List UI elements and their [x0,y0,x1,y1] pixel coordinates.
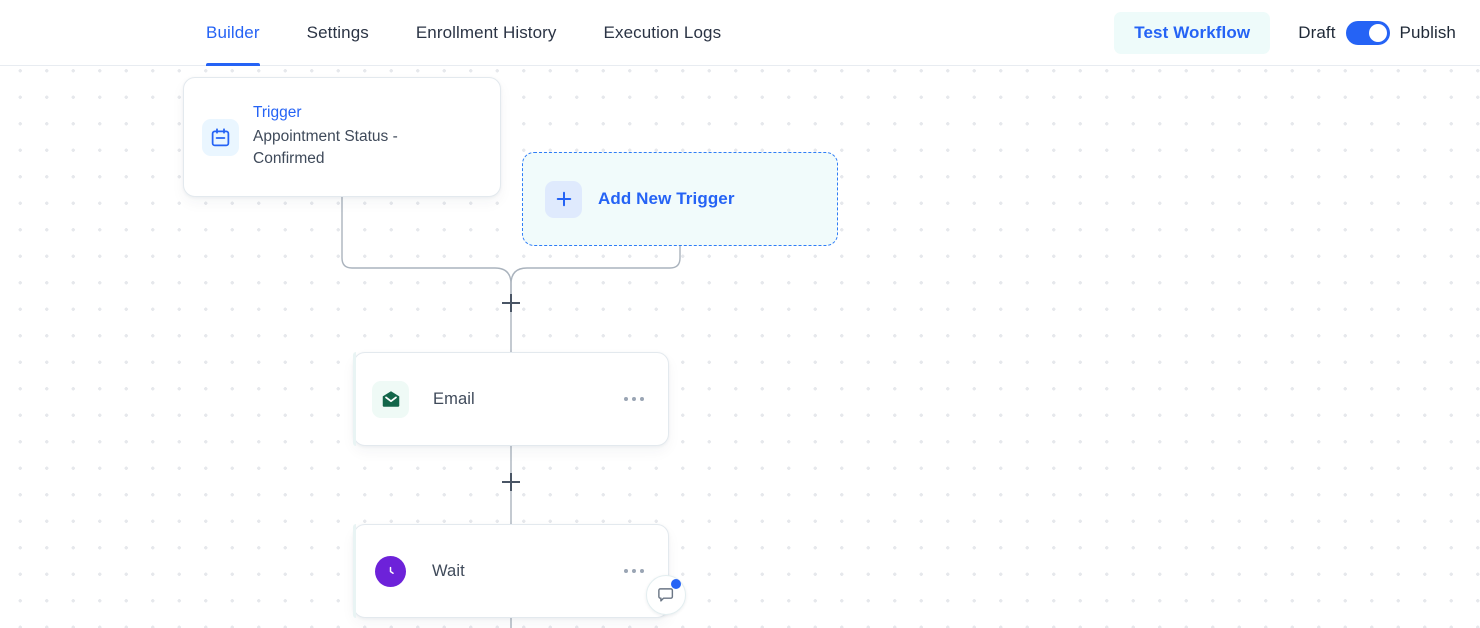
node-wait-ellipsis-icon[interactable] [622,563,646,579]
node-email-ellipsis-icon[interactable] [622,391,646,407]
main-tab-bar: Builder Settings Enrollment History Exec… [206,0,768,66]
clock-icon [375,555,406,587]
publish-toggle[interactable] [1345,21,1390,45]
tab-settings-label: Settings [306,22,369,42]
node-email[interactable]: Email [353,352,669,446]
node-wait[interactable]: Wait [353,524,669,618]
test-workflow-button[interactable]: Test Workflow [1114,12,1271,54]
tab-execution-logs[interactable]: Execution Logs [604,0,722,66]
publish-label: Publish [1399,23,1456,42]
node-trigger[interactable]: Trigger Appointment Status - Confirmed [183,77,501,197]
publish-toggle-knob [1368,24,1387,42]
trigger-description: Appointment Status - Confirmed [253,127,398,168]
node-wait-label: Wait [432,561,465,580]
node-email-label: Email [433,389,475,408]
add-new-trigger-label: Add New Trigger [598,189,735,208]
tab-enrollment-history[interactable]: Enrollment History [416,0,557,66]
tab-builder-label: Builder [206,22,260,42]
tab-settings[interactable]: Settings [307,0,369,66]
tab-execution-logs-label: Execution Logs [603,22,722,42]
comment-unread-dot [671,579,681,589]
tab-builder[interactable]: Builder [206,0,260,66]
tab-enrollment-history-label: Enrollment History [415,22,557,42]
trigger-text-group: Trigger Appointment Status - Confirmed [253,103,438,170]
draft-label: Draft [1298,23,1336,42]
add-step-after-email-button[interactable] [502,473,520,491]
app-header: Builder Settings Enrollment History Exec… [0,0,1480,66]
node-wait-comment-badge[interactable] [646,575,686,615]
add-step-after-trigger-button[interactable] [502,294,520,312]
add-new-trigger-node[interactable]: Add New Trigger [522,152,838,246]
header-actions: Test Workflow Draft Publish [1114,0,1456,66]
workflow-canvas[interactable]: Trigger Appointment Status - Confirmed A… [0,66,1480,628]
envelope-icon [372,380,409,418]
calendar-icon [202,118,239,156]
publish-toggle-group: Draft Publish [1298,21,1456,45]
trigger-kicker: Trigger [253,104,302,122]
plus-icon [545,180,582,218]
